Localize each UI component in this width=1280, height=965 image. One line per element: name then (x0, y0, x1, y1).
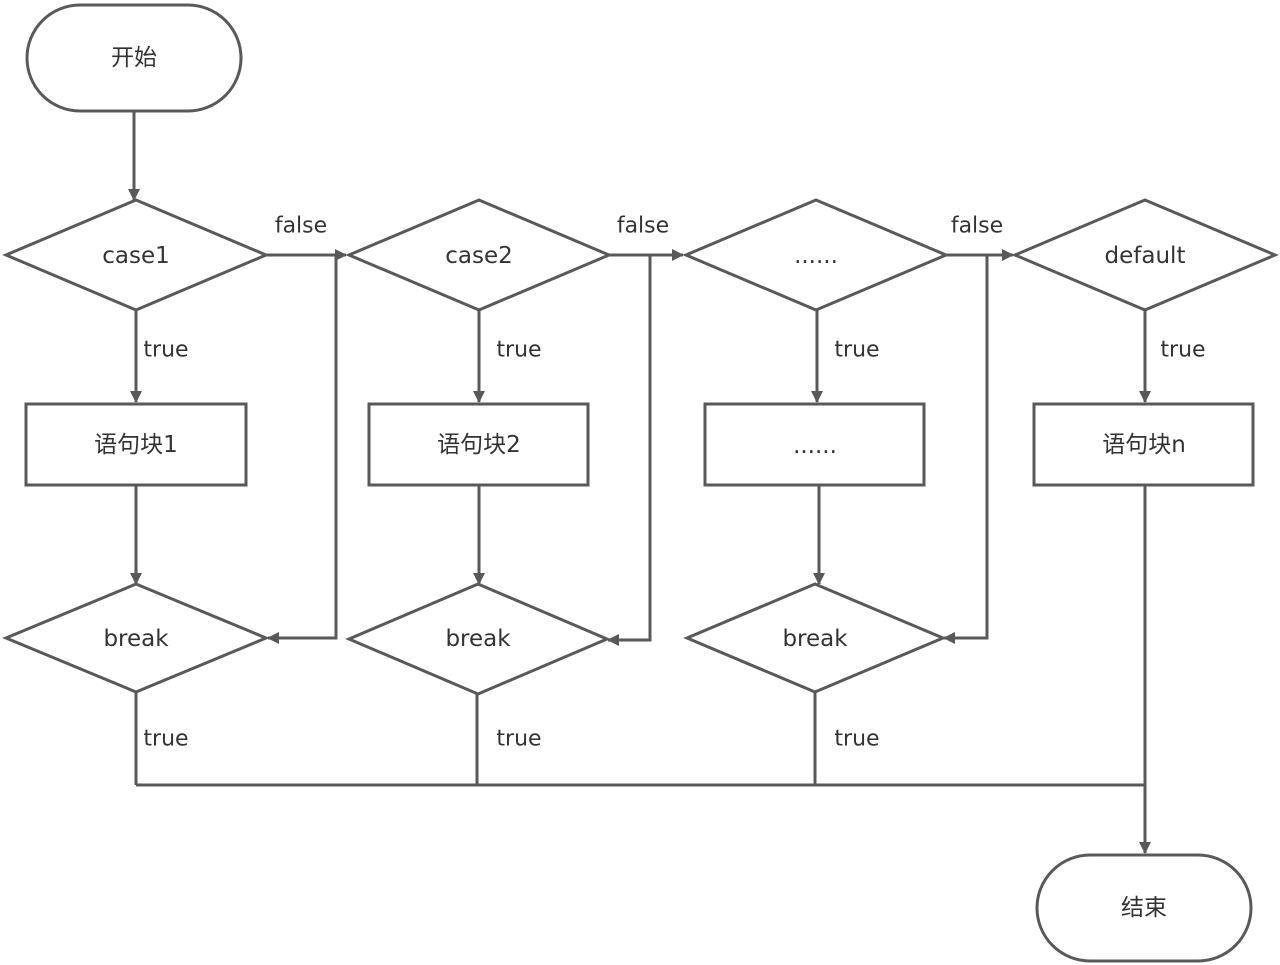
case-more-decision (682, 198, 950, 312)
edge-break3-false-to-default (943, 255, 989, 644)
block1-label: 语句块1 (94, 432, 178, 458)
case-more-true-label: true (834, 338, 879, 363)
break3-label: break (782, 626, 848, 652)
break3-true-label: true (834, 727, 879, 752)
case1-false-label: false (275, 214, 327, 239)
end-terminal (1035, 853, 1253, 963)
case-more-false-label: false (951, 214, 1003, 239)
break2-true-label: true (496, 727, 541, 752)
break3-decision (683, 582, 947, 694)
block-more-label: ...... (793, 433, 837, 459)
case1-true-label: true (143, 338, 188, 363)
case2-true-label: true (496, 338, 541, 363)
block1-process (24, 402, 248, 487)
case2-false-label: false (617, 214, 669, 239)
default-decision (1011, 198, 1279, 312)
default-label: default (1105, 243, 1186, 269)
start-terminal (25, 3, 243, 113)
block-n-label: 语句块n (1102, 432, 1186, 458)
block2-label: 语句块2 (437, 432, 521, 458)
case1-label: case1 (102, 243, 170, 269)
break1-label: break (103, 626, 169, 652)
case2-decision (345, 198, 613, 312)
break2-decision (345, 582, 611, 696)
case1-decision (2, 198, 270, 312)
block-more-process (703, 402, 926, 487)
break1-decision (2, 582, 270, 694)
case-more-label: ...... (794, 243, 838, 269)
break2-label: break (445, 626, 511, 652)
edge-break1-false-to-case2 (267, 255, 338, 644)
block-n-process (1032, 402, 1255, 487)
end-label: 结束 (1121, 895, 1167, 921)
edge-break2-false-to-case-more (607, 255, 652, 646)
break1-true-label: true (143, 727, 188, 752)
default-true-label: true (1160, 338, 1205, 363)
start-label: 开始 (111, 45, 157, 71)
block2-process (367, 402, 590, 487)
case2-label: case2 (445, 243, 513, 269)
